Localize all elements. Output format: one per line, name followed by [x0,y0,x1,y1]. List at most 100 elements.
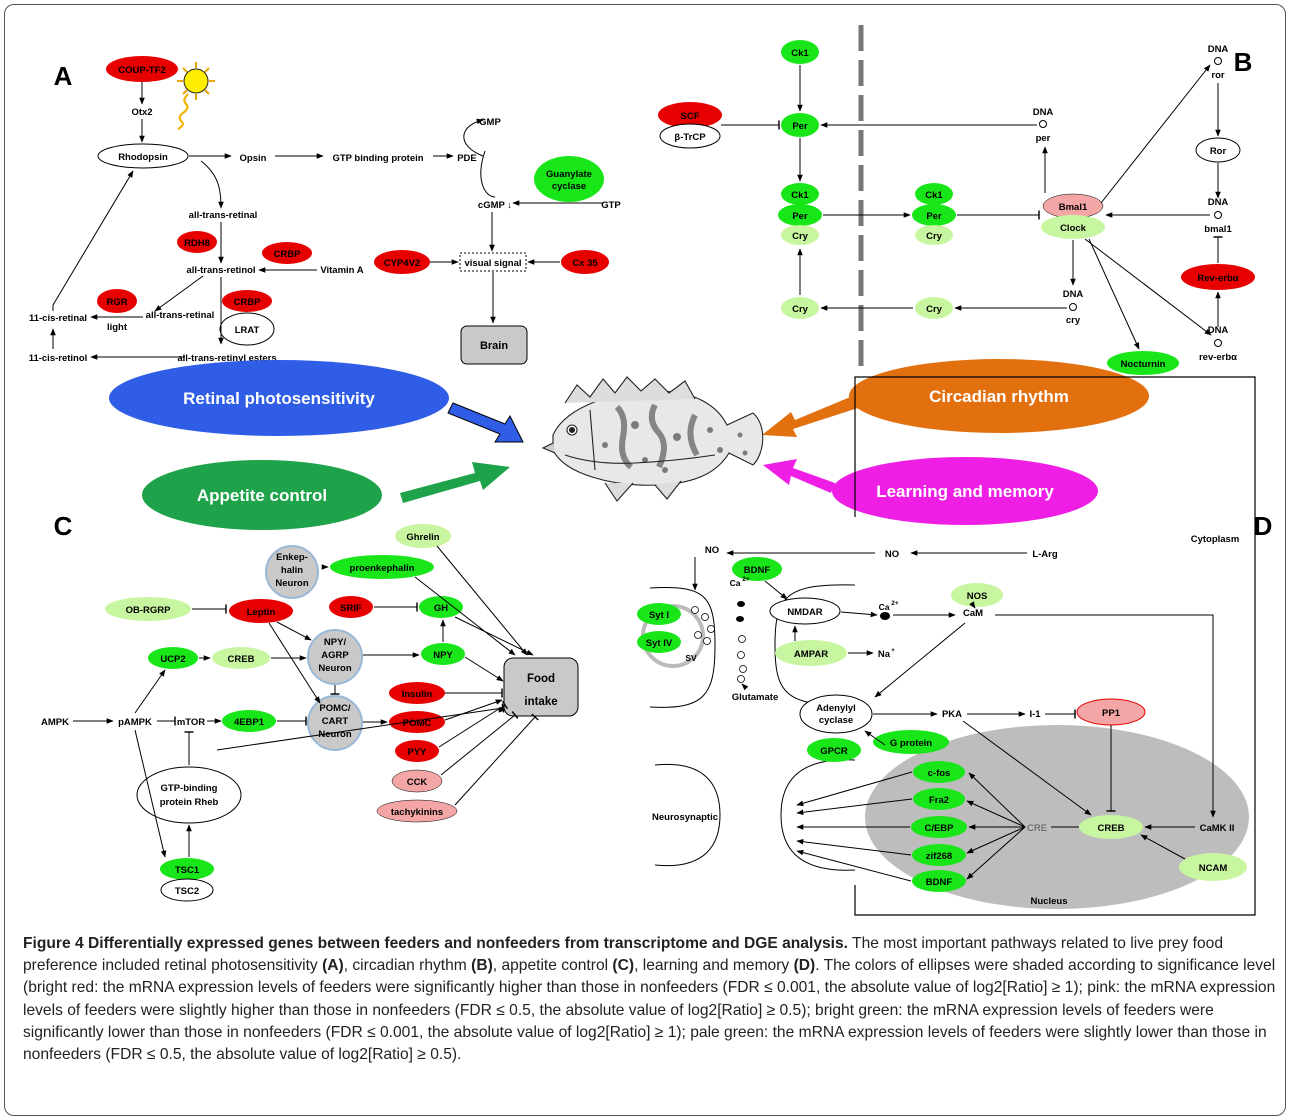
label-visual-signal: visual signal [464,258,521,269]
label-gmp: GMP [479,117,501,128]
label-rheb-1: GTP-binding [161,783,218,794]
node-ampar [775,640,847,666]
node-food-intake [503,657,579,717]
label-cck: CCK [407,777,428,788]
oval-appetite-control [142,460,382,530]
caption-text-5: . The colors of ellipses were shaded acc… [23,957,1276,1064]
label-sv: SV [685,653,697,663]
label-cyp4v2: CYP4V2 [384,258,420,269]
label-per-top: Per [792,121,808,132]
node-brain [460,325,528,365]
label-dna-per: DNA [1033,107,1054,118]
label-rhodopsin: Rhodopsin [118,152,168,163]
node-cx35 [561,250,609,274]
label-na: Na [878,649,891,660]
label-syt-iv: Syt IV [646,638,673,649]
gene-marker [1214,211,1222,219]
node-crbp-2 [222,290,272,312]
label-srif: SRIF [340,603,362,614]
node-ck1-left [781,183,819,205]
label-bmal1-gene: bmal1 [1204,224,1232,235]
node-cry-bottom-left [781,297,819,319]
node-clock [1041,215,1105,239]
label-c-ebp: C/EBP [924,823,954,834]
label-cgmp: cGMP ↓ [478,200,512,211]
label-rgr: RGR [106,297,127,308]
label-zif268: zif268 [926,851,952,862]
label-cry-bottom-mid: Cry [926,304,943,315]
caption-text-2: , circadian rhythm [343,957,472,975]
label-l-arg: L-Arg [1032,549,1058,560]
node-c-fos [913,761,965,783]
label-creb-c: CREB [228,654,255,665]
label-all-trans-retinol: all-trans-retinol [186,265,255,276]
arrow-orange [762,395,861,437]
node-per-left [778,204,822,226]
label-scf: SCF [681,111,700,122]
label-11-cis-retinol: 11-cis-retinol [29,353,88,364]
figure-caption: Figure 4 Differentially expressed genes … [23,933,1278,1066]
label-brain: Brain [480,340,508,352]
node-creb-d [1079,815,1143,839]
label-btrcp: β-TrCP [674,132,706,143]
arrow-magenta [763,459,835,493]
label-gtp-binding-protein: GTP binding protein [332,153,423,164]
node-bdnf-top [732,557,782,581]
label-c-fos: c-fos [928,768,951,779]
label-cam: CaM [963,608,983,619]
label-cry-mid: Cry [926,231,943,242]
label-intake: intake [524,696,557,708]
node-cyp4v2 [374,250,430,274]
label-nocturnin: Nocturnin [1121,359,1166,370]
postsynaptic-membrane [774,584,856,706]
node-rgr [97,289,137,313]
panel-c: C Ghrelin Enkep- halin Neuron proenkepha… [41,511,579,902]
label-all-trans-retinal-2: all-trans-retinal [146,310,215,321]
figure-frame: A COUP-TF2 Otx2 Rhodopsin Opsin GTP bind… [4,4,1286,1116]
neurosynaptic-terminal-right [780,759,856,871]
label-bmal1: Bmal1 [1059,202,1088,213]
label-ck1-left: Ck1 [791,190,809,201]
node-rdh8 [177,231,217,253]
label-gh: GH [434,603,448,614]
node-fra2 [913,788,965,810]
label-npy-neuron-1: NPY/ [324,637,347,648]
label-rev-erba-gene: rev-erbα [1199,352,1237,363]
node-zif268 [912,844,966,866]
label-all-trans-retinal: all-trans-retinal [189,210,258,221]
label-i-1: I-1 [1029,709,1041,720]
node-npy-agrp-neuron [307,629,363,685]
label-per-mid: Per [926,211,942,222]
label-enkephalin-3: Neuron [275,578,308,589]
label-no-2: NO [885,549,899,560]
label-enkephalin-1: Enkep- [276,552,308,563]
label-ob-rgrp: OB-RGRP [126,605,172,616]
label-enkephalin-2: halin [281,565,303,576]
cell-border [854,376,1256,916]
label-pampk: pAMPK [118,717,152,728]
gene-marker [1069,303,1077,311]
node-tsc1 [160,858,214,880]
node-pyy [395,740,439,762]
node-adenylyl-cyclase [799,694,873,734]
label-npy-neuron-2: AGRP [321,650,349,661]
node-syt-iv [637,631,681,653]
caption-text-3: , appetite control [492,957,613,975]
label-pomc-neuron-1: POMC/ [319,703,351,714]
label-appetite-control: Appetite control [197,486,327,505]
label-dna-cry: DNA [1063,289,1084,300]
label-ncam: NCAM [1199,863,1228,874]
node-ck1-mid [915,183,953,205]
label-cyclase-d: cyclase [819,715,853,726]
label-circadian-rhythm: Circadian rhythm [929,387,1069,406]
label-npy: NPY [433,650,453,661]
pathway-diagram: A COUP-TF2 Otx2 Rhodopsin Opsin GTP bind… [29,25,1272,916]
label-pde: PDE [457,153,477,164]
label-dna-rev: DNA [1208,325,1229,336]
node-npy [421,643,465,665]
node-gpcr [807,738,861,762]
label-guanylate: Guanylate [546,169,592,180]
sun-icon [177,62,215,130]
label-ror-gene: ror [1211,70,1225,81]
label-vitamin-a: Vitamin A [320,265,363,276]
